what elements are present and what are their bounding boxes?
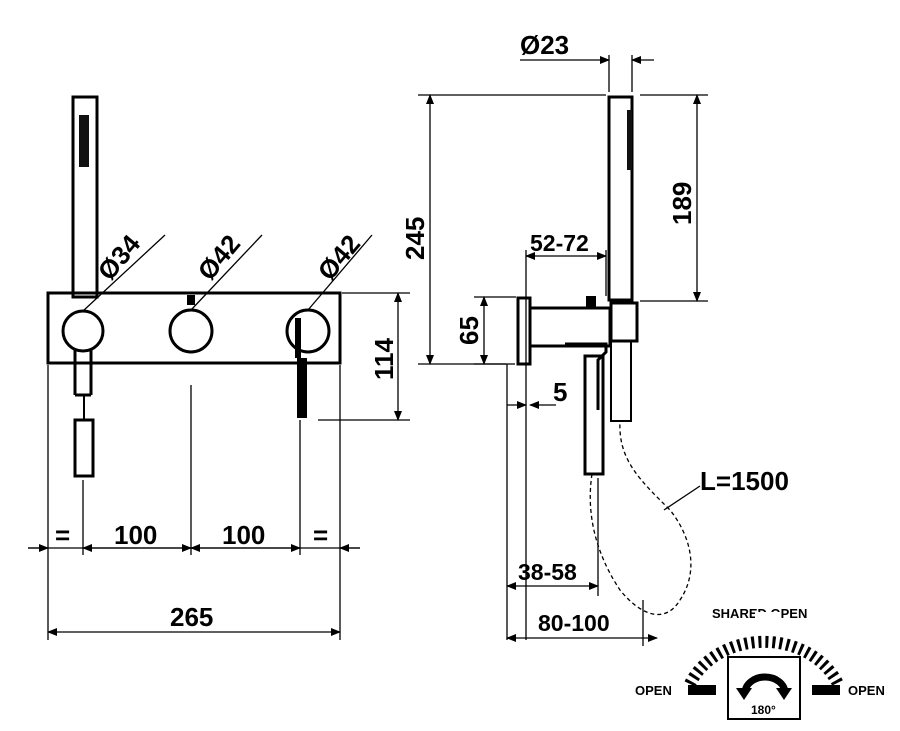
height-label-114: 114 xyxy=(369,338,399,380)
plate-thickness-label: 5 xyxy=(553,377,567,407)
side-view: Ø23 245 189 52-72 65 5 L=1500 38-58 xyxy=(400,30,789,646)
rotation-label: 180° xyxy=(751,703,776,717)
wall-plate-side xyxy=(516,296,532,366)
equal-label-right: = xyxy=(313,520,328,550)
open-label-left: OPEN xyxy=(635,683,672,698)
diverter-arc xyxy=(684,635,844,687)
hose-length-label: L=1500 xyxy=(700,466,789,496)
depth-min-label: 38-58 xyxy=(518,559,577,585)
handshower-holder-knob xyxy=(61,309,105,353)
hose-connector-side xyxy=(583,354,605,476)
lever-side xyxy=(565,342,608,410)
right-knob xyxy=(285,308,331,354)
spacing-label-1: 100 xyxy=(114,520,157,550)
right-lever-front xyxy=(297,358,307,418)
equal-label-left: = xyxy=(55,520,70,550)
handshower-holder-side xyxy=(609,301,639,343)
mixer-body-side xyxy=(528,306,612,348)
hose-lower-front xyxy=(73,418,95,478)
diverter-symbol: SHARED OPEN OPEN OPEN 180° xyxy=(635,606,885,720)
diameter-label-top: Ø23 xyxy=(520,30,569,60)
total-height-label: 245 xyxy=(400,217,430,260)
center-knob xyxy=(168,308,214,354)
handshower-side xyxy=(607,95,634,302)
handshower-spray-grille xyxy=(79,115,89,167)
plate-height-label: 65 xyxy=(454,316,484,345)
handshower-body xyxy=(71,95,99,299)
open-bar-right xyxy=(812,685,840,695)
total-width-label: 265 xyxy=(170,602,213,632)
handshower-side-grille xyxy=(627,110,632,170)
depth-max-label: 80-100 xyxy=(538,610,610,636)
rotation-arrow xyxy=(741,673,789,694)
open-label-right: OPEN xyxy=(848,683,885,698)
depth-range-label: 52-72 xyxy=(530,230,589,256)
handshower-height-label: 189 xyxy=(667,182,697,225)
center-knob-pin xyxy=(187,295,195,305)
diverter-box xyxy=(727,656,801,720)
front-view: Ø34 Ø42 Ø42 114 = 100 100 = 265 xyxy=(28,95,410,640)
spacing-label-2: 100 xyxy=(222,520,265,550)
hose-side xyxy=(589,420,692,616)
holder-bracket xyxy=(610,340,632,422)
hose-connector-front xyxy=(73,350,93,397)
diameter-label-center-knob: Ø42 xyxy=(192,229,247,286)
right-knob-pin xyxy=(295,318,301,358)
diameter-label-right-knob: Ø42 xyxy=(312,229,367,286)
diameter-label-handshower: Ø34 xyxy=(92,229,147,286)
open-bar-left xyxy=(688,685,716,695)
mixer-top-pin xyxy=(586,296,596,308)
wall-plate-front xyxy=(46,291,342,365)
